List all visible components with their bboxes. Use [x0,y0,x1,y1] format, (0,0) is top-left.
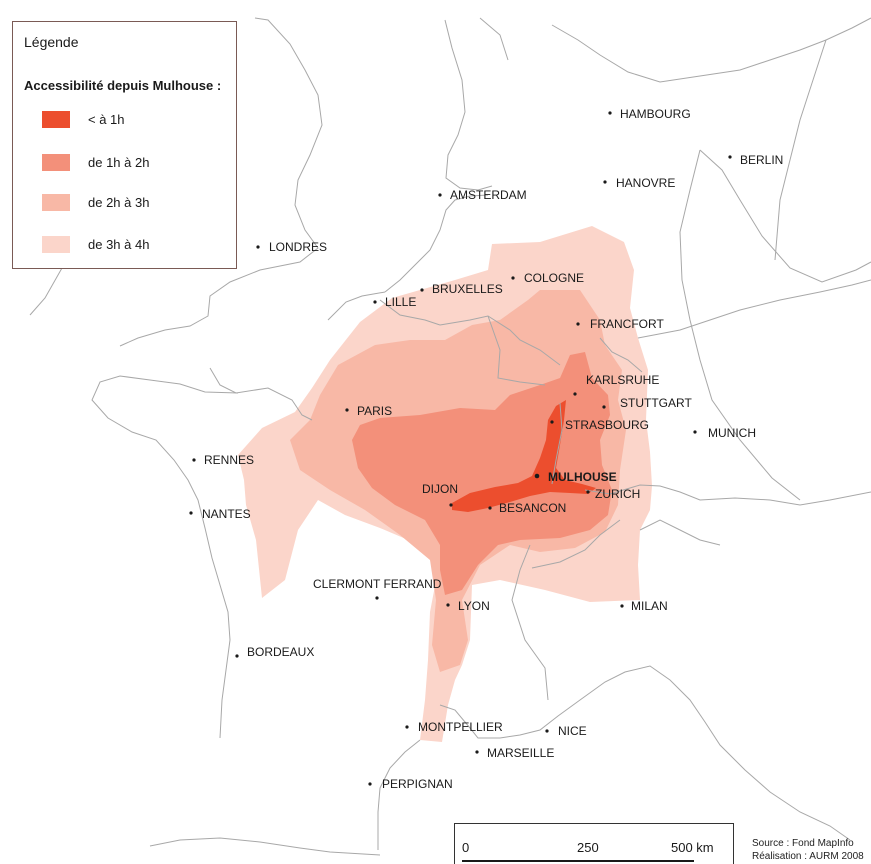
map-legend: Légende Accessibilité depuis Mulhouse : … [12,21,237,269]
city-label-montpellier: MONTPELLIER [418,720,503,734]
city-marker-francfort [576,322,580,326]
city-label-lille: LILLE [385,295,416,309]
city-label-strasbourg: STRASBOURG [565,418,649,432]
city-marker-karlsruhe [573,392,577,396]
city-label-berlin: BERLIN [740,153,783,167]
scale-bar: 0 250 500 km [454,823,734,864]
city-marker-lille [373,300,377,304]
city-label-besancon: BESANCON [499,501,566,515]
city-label-milan: MILAN [631,599,668,613]
city-marker-perpignan [368,782,372,786]
city-marker-rennes [192,458,196,462]
legend-label: de 3h à 4h [88,236,150,252]
city-marker-mulhouse [534,473,540,479]
city-marker-cologne [511,276,515,280]
legend-label: de 1h à 2h [88,154,150,170]
city-label-londres: LONDRES [269,240,327,254]
source-credit: Source : Fond MapInfo Réalisation : AURM… [752,837,864,863]
city-marker-munich [693,430,697,434]
city-marker-stuttgart [602,405,606,409]
legend-swatch [42,235,70,253]
legend-subtitle: Accessibilité depuis Mulhouse : [24,78,222,93]
zone-under-1h [452,400,596,512]
city-marker-londres [256,245,260,249]
legend-swatch [42,153,70,171]
scale-label-mid: 250 [577,840,599,855]
legend-item-under-1h: < à 1h [42,109,125,129]
city-marker-lyon [446,603,450,607]
legend-label: < à 1h [88,111,125,127]
city-label-bruxelles: BRUXELLES [432,282,503,296]
scale-line [462,860,694,862]
city-label-stuttgart: STUTTGART [620,396,692,410]
legend-item-2h-3h: de 2h à 3h [42,192,149,212]
city-label-hanovre: HANOVRE [616,176,675,190]
credit-line: Réalisation : AURM 2008 [752,851,864,862]
city-marker-besancon [488,506,492,510]
city-marker-paris [345,408,349,412]
legend-item-1h-2h: de 1h à 2h [42,152,149,172]
city-label-clermont-ferrand: CLERMONT FERRAND [313,577,442,591]
legend-swatch [42,193,70,211]
legend-item-3h-4h: de 3h à 4h [42,234,149,254]
city-label-bordeaux: BORDEAUX [247,645,314,659]
city-label-hambourg: HAMBOURG [620,107,691,121]
source-line: Source : Fond MapInfo [752,838,854,849]
city-marker-zurich [586,490,590,494]
city-marker-hambourg [608,111,612,115]
city-label-zurich: ZURICH [595,487,640,501]
legend-label: de 2h à 3h [88,194,150,210]
city-label-francfort: FRANCFORT [590,317,664,331]
city-marker-hanovre [603,180,607,184]
city-label-nantes: NANTES [202,507,251,521]
city-marker-berlin [728,155,732,159]
scale-label-end: 500 km [671,840,714,855]
city-marker-milan [620,604,624,608]
city-label-karlsruhe: KARLSRUHE [586,373,659,387]
city-label-mulhouse: MULHOUSE [548,470,617,484]
city-label-nice: NICE [558,724,587,738]
legend-swatch [42,110,70,128]
city-marker-marseille [475,750,479,754]
city-marker-bruxelles [420,288,424,292]
city-marker-clermont-ferrand [375,596,379,600]
city-label-cologne: COLOGNE [524,271,584,285]
scale-label-zero: 0 [462,840,470,855]
city-label-paris: PARIS [357,404,392,418]
city-layer: HAMBOURG BERLIN HANOVRE AMSTERDAM LONDRES COL… [189,107,783,791]
city-label-munich: MUNICH [708,426,756,440]
zone-1h-2h [352,352,612,595]
city-marker-amsterdam [438,193,442,197]
city-marker-montpellier [405,725,409,729]
city-label-rennes: RENNES [204,453,254,467]
city-label-perpignan: PERPIGNAN [382,777,453,791]
city-label-dijon: DIJON [422,482,458,496]
city-label-marseille: MARSEILLE [487,746,554,760]
city-marker-dijon [449,503,453,507]
city-marker-strasbourg [550,420,554,424]
city-marker-bordeaux [235,654,239,658]
city-marker-nice [545,729,549,733]
city-marker-nantes [189,511,193,515]
city-label-amsterdam: AMSTERDAM [450,188,527,202]
city-label-lyon: LYON [458,599,490,613]
legend-title: Légende [24,34,79,50]
